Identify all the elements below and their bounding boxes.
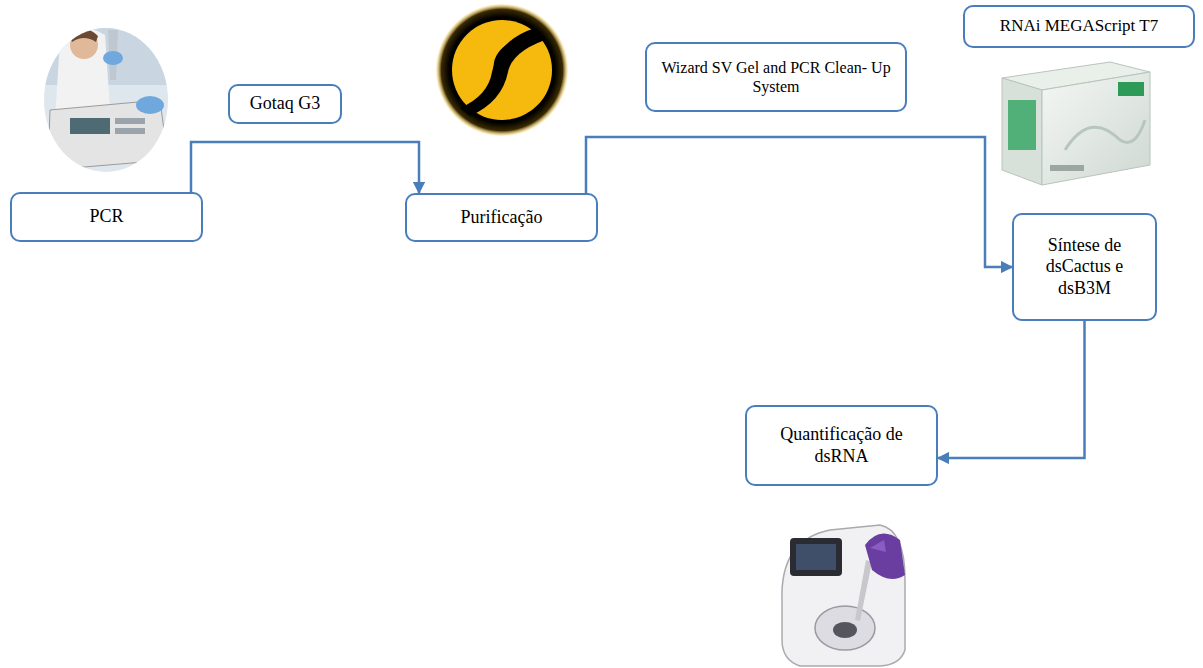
pcr-photo — [40, 25, 175, 175]
kit-box — [1002, 62, 1150, 185]
box-text: RNAi MEGAScript T7 — [1000, 16, 1158, 36]
process-box: Wizard SV Gel and PCR Clean- Up System — [645, 42, 907, 112]
process-box: RNAi MEGAScript T7 — [963, 5, 1195, 48]
box-text: Gotaq G3 — [250, 93, 321, 115]
flow-arrow — [938, 321, 1085, 458]
process-box: Quantificação de dsRNA — [745, 405, 938, 486]
box-text: Quantificação de dsRNA — [765, 424, 918, 467]
flow-arrow — [191, 142, 419, 193]
process-box: Gotaq G3 — [228, 84, 342, 124]
process-box: PCR — [10, 192, 203, 242]
box-text: Purificação — [461, 207, 543, 229]
process-box: Síntese de dsCactus e dsB3M — [1012, 213, 1157, 321]
box-text: Wizard SV Gel and PCR Clean- Up System — [657, 58, 895, 96]
purification-logo — [436, 4, 568, 136]
process-box: Purificação — [405, 193, 598, 242]
flow-arrow — [586, 137, 1012, 267]
box-text: Síntese de dsCactus e dsB3M — [1028, 235, 1141, 300]
box-text: PCR — [89, 206, 123, 228]
quantification-instrument — [782, 525, 905, 666]
